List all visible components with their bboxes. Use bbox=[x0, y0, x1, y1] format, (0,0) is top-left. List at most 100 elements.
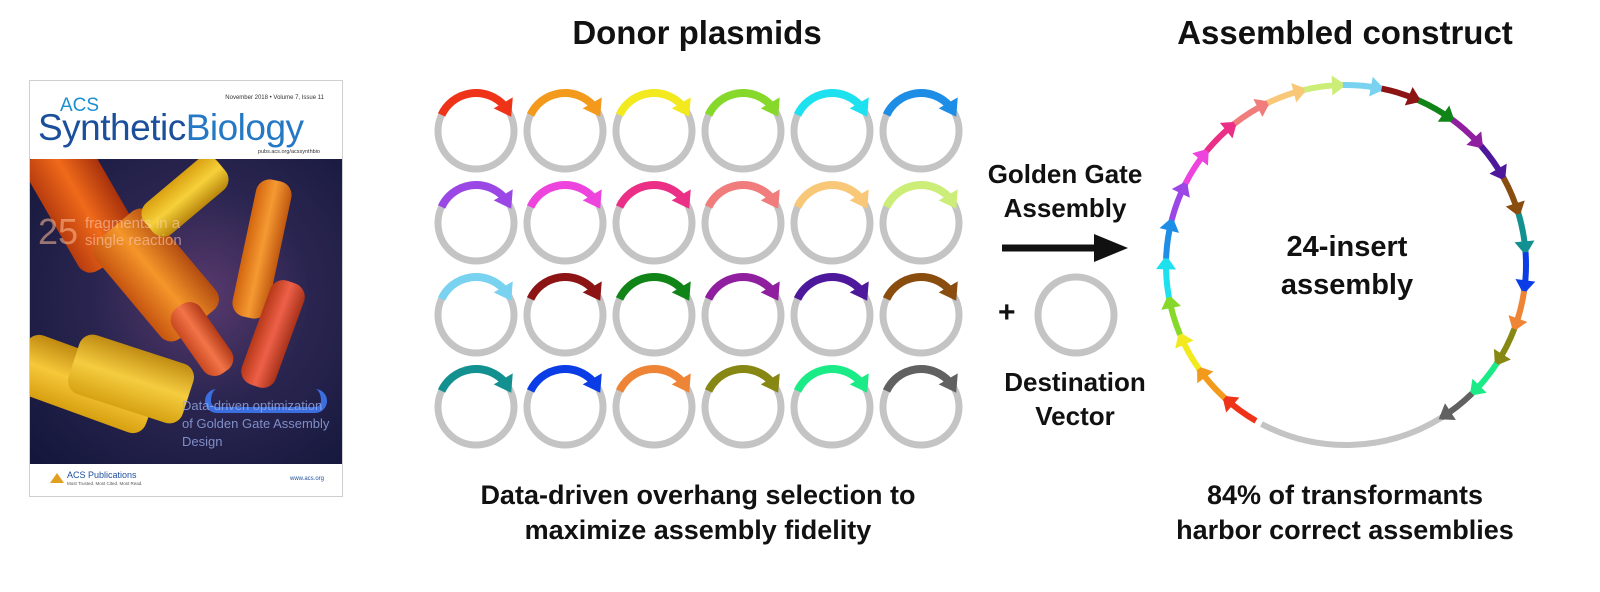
donor-plasmid bbox=[701, 181, 785, 265]
insert-arrowhead bbox=[671, 373, 691, 393]
assembled-insert-arrowhead bbox=[1222, 395, 1240, 413]
insert-arrowhead bbox=[493, 281, 513, 301]
insert-arrowhead bbox=[582, 189, 602, 209]
donor-plasmid bbox=[612, 273, 696, 357]
insert-arc bbox=[526, 273, 597, 301]
insert-arc bbox=[615, 365, 686, 393]
golden-gate-label: Golden Gate Assembly bbox=[987, 159, 1143, 223]
insert-arc bbox=[704, 273, 775, 301]
insert-arrowhead bbox=[493, 97, 513, 117]
donor-plasmid bbox=[434, 365, 518, 449]
assembled-insert-arrowhead bbox=[1514, 240, 1535, 256]
acs-logo-icon bbox=[50, 473, 64, 483]
donor-plasmid-grid bbox=[434, 89, 963, 449]
donor-plasmid bbox=[879, 273, 963, 357]
assembled-insert-arrowhead bbox=[1219, 121, 1238, 139]
assembled-insert-arrowhead bbox=[1437, 105, 1455, 122]
cover-journal-title: SyntheticBiology bbox=[38, 107, 304, 148]
insert-count-label: 24-insert assembly bbox=[1280, 231, 1414, 301]
assembled-insert-arrowhead bbox=[1291, 83, 1308, 103]
assembled-insert-arrowhead bbox=[1197, 366, 1214, 384]
donor-plasmid bbox=[879, 365, 963, 449]
insert-arrowhead bbox=[582, 373, 602, 393]
insert-arrowhead bbox=[760, 97, 780, 117]
insert-arrowhead bbox=[760, 281, 780, 301]
cover-article-title: Data-driven optimization of Golden Gate … bbox=[182, 398, 330, 449]
insert-arrowhead bbox=[849, 281, 869, 301]
insert-arc bbox=[793, 181, 864, 209]
donor-plasmid bbox=[790, 181, 874, 265]
donor-heading: Donor plasmids bbox=[572, 14, 822, 51]
assembled-insert-arrowhead bbox=[1155, 255, 1176, 270]
insert-arrowhead bbox=[493, 189, 513, 209]
destination-vector-circle bbox=[1034, 273, 1118, 357]
donor-plasmid bbox=[790, 273, 874, 357]
golden-gate-arrow bbox=[1002, 234, 1128, 262]
insert-arc bbox=[704, 89, 775, 117]
donor-plasmid bbox=[612, 181, 696, 265]
cover-issue: November 2018 • Volume 7, Issue 11 bbox=[225, 95, 324, 101]
assembled-insert-arrowhead bbox=[1438, 403, 1456, 421]
insert-arc bbox=[882, 89, 953, 117]
insert-arrowhead bbox=[582, 281, 602, 301]
insert-arc bbox=[882, 181, 953, 209]
cover-header: ACS SyntheticBiology November 2018 • Vol… bbox=[30, 81, 342, 159]
insert-arrowhead bbox=[849, 189, 869, 209]
donor-plasmid bbox=[523, 89, 607, 173]
insert-arrowhead bbox=[671, 189, 691, 209]
insert-arrowhead bbox=[493, 373, 513, 393]
donor-plasmid bbox=[523, 181, 607, 265]
left-caption: Data-driven overhang selection to maximi… bbox=[480, 480, 916, 545]
insert-arc bbox=[526, 89, 597, 117]
insert-arrowhead bbox=[582, 97, 602, 117]
insert-arc bbox=[437, 273, 508, 301]
vector-backbone bbox=[1260, 415, 1443, 448]
assembled-insert-arrowhead bbox=[1253, 99, 1271, 117]
donor-plasmid bbox=[434, 273, 518, 357]
assembled-insert-arrowhead bbox=[1404, 86, 1422, 106]
donor-plasmid bbox=[523, 365, 607, 449]
insert-arrowhead bbox=[938, 281, 958, 301]
insert-arc bbox=[882, 273, 953, 301]
donor-plasmid bbox=[701, 89, 785, 173]
donor-plasmid bbox=[701, 365, 785, 449]
insert-arrowhead bbox=[938, 189, 958, 209]
insert-arc bbox=[437, 181, 508, 209]
insert-arc bbox=[615, 89, 686, 117]
cover-artwork: 25 fragments in a single reaction Data-d… bbox=[30, 159, 342, 464]
donor-plasmid bbox=[790, 365, 874, 449]
assembled-insert-arrowhead bbox=[1466, 131, 1484, 149]
assembled-insert-arrowhead bbox=[1508, 315, 1528, 332]
journal-cover: ACS SyntheticBiology November 2018 • Vol… bbox=[29, 80, 343, 497]
insert-arc bbox=[526, 365, 597, 393]
assembled-insert-arrowhead bbox=[1493, 348, 1511, 367]
insert-arc bbox=[704, 181, 775, 209]
insert-arrowhead bbox=[938, 373, 958, 393]
donor-plasmid bbox=[434, 181, 518, 265]
destination-vector-label: Destination Vector bbox=[1004, 367, 1146, 431]
assembled-insert-arrowhead bbox=[1489, 163, 1507, 181]
insert-arc bbox=[615, 181, 686, 209]
cover-publisher-tagline: Most Trusted. Most Cited. Most Read. bbox=[67, 481, 143, 486]
insert-arrowhead bbox=[671, 281, 691, 301]
donor-plasmid bbox=[612, 365, 696, 449]
insert-arc bbox=[437, 365, 508, 393]
insert-arc bbox=[882, 365, 953, 393]
right-caption: 84% of transformants harbor correct asse… bbox=[1176, 480, 1514, 545]
assembled-insert-arrowhead bbox=[1515, 279, 1536, 295]
cover-acs: ACS bbox=[60, 95, 100, 116]
assembled-insert-arrowhead bbox=[1159, 216, 1180, 233]
assembled-insert-arrowhead bbox=[1175, 331, 1194, 349]
insert-arc bbox=[793, 89, 864, 117]
insert-arc bbox=[793, 365, 864, 393]
insert-arrowhead bbox=[760, 189, 780, 209]
assembled-heading: Assembled construct bbox=[1177, 14, 1513, 51]
assembled-insert-arrowhead bbox=[1505, 200, 1525, 217]
donor-plasmid bbox=[790, 89, 874, 173]
insert-arrowhead bbox=[671, 97, 691, 117]
donor-plasmid bbox=[879, 181, 963, 265]
donor-plasmid bbox=[879, 89, 963, 173]
assembled-insert-arrowhead bbox=[1192, 148, 1209, 166]
insert-arrowhead bbox=[849, 97, 869, 117]
